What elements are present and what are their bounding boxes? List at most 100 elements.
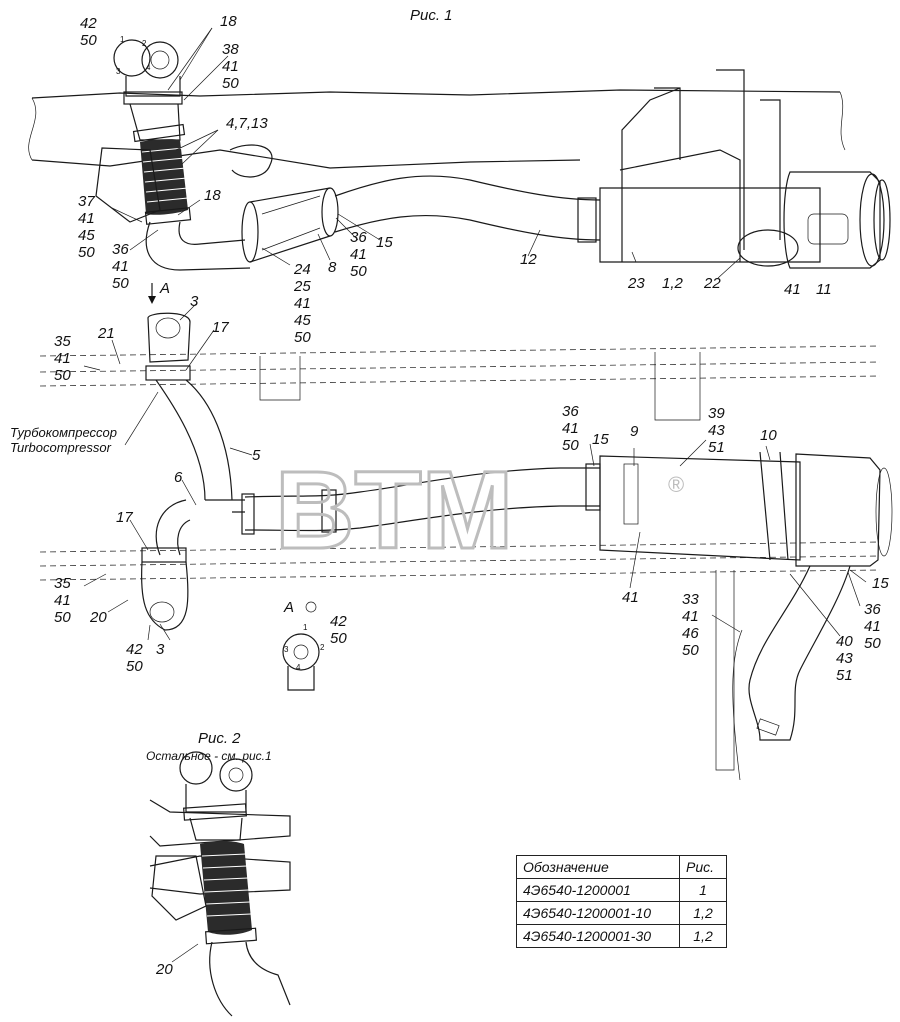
air-cleaner-11 bbox=[783, 171, 891, 269]
callout-number: 23 bbox=[627, 275, 645, 292]
callout-10: 10 bbox=[760, 427, 777, 444]
callout-number: 50 bbox=[294, 329, 311, 346]
callout-number: 41 bbox=[78, 210, 95, 227]
callout-number: 12 bbox=[520, 251, 537, 268]
callout-41-a: 41 bbox=[784, 281, 801, 298]
callout-5: 5 bbox=[252, 447, 261, 464]
callout-12: 12 bbox=[520, 251, 537, 268]
callout-18-a: 18 bbox=[220, 13, 237, 30]
frame-rail-top bbox=[28, 89, 846, 169]
callout-18-b: 18 bbox=[204, 187, 221, 204]
callout-6: 6 bbox=[174, 469, 183, 486]
callout-number: 41 bbox=[864, 618, 881, 635]
callout-number: 42 bbox=[126, 641, 143, 658]
spec-header-designation: Обозначение bbox=[516, 855, 680, 879]
fig2-title: Рис. 2 bbox=[198, 730, 241, 747]
callout-3-b: 3 bbox=[156, 641, 165, 658]
callout-17-b: 17 bbox=[116, 509, 133, 526]
callout-3-a: 3 bbox=[190, 293, 199, 310]
callout-number: 18 bbox=[204, 187, 221, 204]
callout-15-b: 15 bbox=[592, 431, 609, 448]
callout-number: 9 bbox=[630, 423, 639, 440]
callout-number: 41 bbox=[622, 589, 639, 606]
callout-number: 20 bbox=[155, 961, 173, 978]
callout-number: 35 bbox=[54, 575, 71, 592]
callout-15-c: 15 bbox=[872, 575, 889, 592]
view-a-arrow-label: А bbox=[159, 280, 170, 297]
table-row: 4Э6540-1200001-10 1,2 bbox=[516, 901, 727, 925]
spec-figure: 1,2 bbox=[679, 924, 727, 948]
spec-figure: 1,2 bbox=[679, 901, 727, 925]
spec-designation: 4Э6540-1200001 bbox=[516, 878, 680, 902]
callout-23: 23 bbox=[627, 275, 645, 292]
callout-number: 50 bbox=[112, 275, 129, 292]
flange-hole-number: 2 bbox=[142, 39, 147, 48]
table-row: 4Э6540-1200001 1 bbox=[516, 878, 727, 902]
callout-number: 41 bbox=[682, 608, 699, 625]
silencer-1-2 bbox=[599, 69, 821, 267]
callout-number: 35 bbox=[54, 333, 71, 350]
callout-1-2: 1,2 bbox=[662, 275, 684, 292]
callout-number: 41 bbox=[54, 350, 71, 367]
flange-hole-number: 1 bbox=[303, 623, 308, 632]
callout-number: 45 bbox=[78, 227, 95, 244]
callout-number: 33 bbox=[682, 591, 699, 608]
callout-number: 4,7,13 bbox=[226, 115, 268, 132]
callouts-fig2: 20 bbox=[155, 961, 173, 978]
callout-number: 51 bbox=[836, 667, 853, 684]
callout-number: 50 bbox=[126, 658, 143, 675]
callout-number: 50 bbox=[682, 642, 699, 659]
view-a-arrow bbox=[148, 283, 156, 304]
callout-number: 50 bbox=[864, 635, 881, 652]
callout-8: 8 bbox=[328, 259, 337, 276]
spec-table-header-row: Обозначение Рис. bbox=[516, 855, 727, 879]
callout-number: 36 bbox=[864, 601, 881, 618]
callout-number: 41 bbox=[222, 58, 239, 75]
flange-hole-number: 3 bbox=[284, 645, 289, 654]
callout-number: 17 bbox=[116, 509, 133, 526]
callout-number: 38 bbox=[222, 41, 239, 58]
spec-designation: 4Э6540-1200001-10 bbox=[516, 901, 680, 925]
turbo-leader bbox=[124, 391, 159, 446]
callout-number: 50 bbox=[80, 32, 97, 49]
callout-number: 11 bbox=[816, 281, 832, 298]
callout-15-a: 15 bbox=[376, 234, 393, 251]
flange-hole-number: 2 bbox=[320, 643, 325, 652]
turbocompressor-label-en: Turbocompressor bbox=[10, 440, 112, 455]
callout-number: 43 bbox=[836, 650, 853, 667]
pipe-15-to-silencer bbox=[241, 463, 601, 535]
callout-number: 10 bbox=[760, 427, 777, 444]
leader-lines-top bbox=[111, 27, 741, 279]
callout-number: 6 bbox=[174, 469, 183, 486]
callout-20-a: 20 bbox=[89, 609, 107, 626]
callout-number: 36 bbox=[350, 229, 367, 246]
view-a-flange bbox=[282, 601, 320, 691]
turbocompressor-label-ru: Турбокомпрессор bbox=[10, 425, 117, 440]
flange-hole-number: 4 bbox=[146, 63, 151, 72]
callout-41-b: 41 bbox=[622, 589, 639, 606]
callout-number: 1,2 bbox=[662, 275, 684, 292]
callout-number: 22 bbox=[703, 275, 721, 292]
exhaust-pipe-12 bbox=[334, 175, 601, 243]
callout-number: 42 bbox=[80, 15, 97, 32]
callout-number: 50 bbox=[222, 75, 239, 92]
callout-number: 25 bbox=[293, 278, 311, 295]
callout-number: 15 bbox=[872, 575, 889, 592]
table-row: 4Э6540-1200001-30 1,2 bbox=[516, 924, 727, 948]
callout-20-b: 20 bbox=[155, 961, 173, 978]
fig2-drawing bbox=[149, 751, 291, 1017]
callout-number: 50 bbox=[562, 437, 579, 454]
callout-number: 39 bbox=[708, 405, 725, 422]
